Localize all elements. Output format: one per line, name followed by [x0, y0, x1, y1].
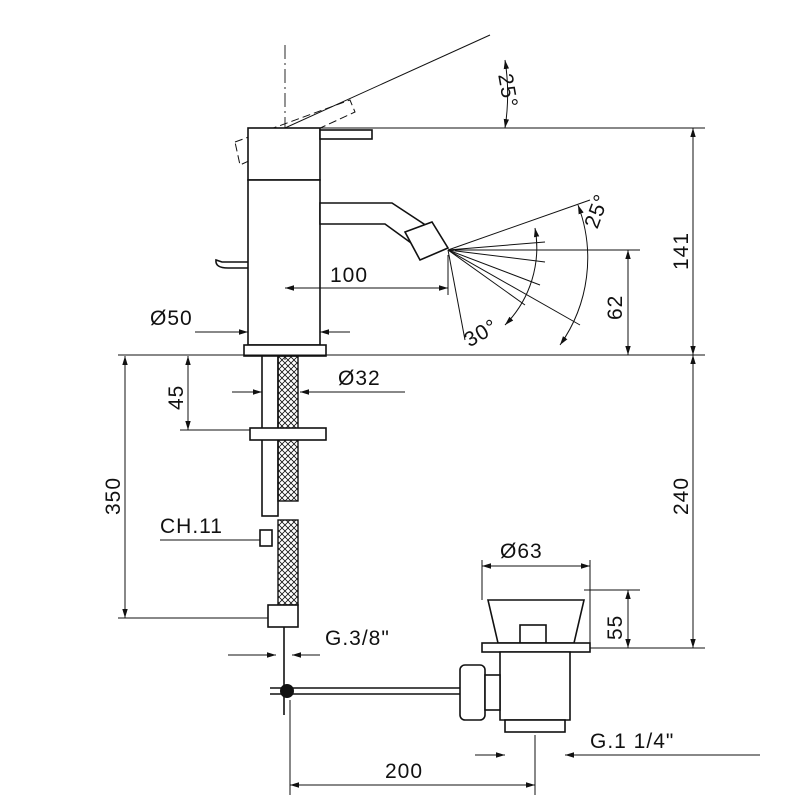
waste-lever-nut	[484, 674, 501, 711]
mixer-body	[247, 179, 321, 346]
shank-diameter-label: Ø32	[338, 367, 381, 390]
nut-depth-label: 45	[165, 385, 188, 410]
spout-reach-label: 100	[330, 264, 368, 287]
waste-body	[499, 651, 571, 721]
popup-knob	[215, 258, 248, 269]
spray-angle-bottom-label: 30°	[460, 315, 502, 352]
waste-flange-label: 55	[604, 615, 627, 640]
spray-arc-inner	[504, 227, 540, 326]
spout-height-label: 62	[604, 295, 627, 320]
lever-angle-line	[284, 34, 491, 129]
waste-diameter-label: Ø63	[500, 540, 543, 563]
base-plate	[243, 344, 327, 357]
body-diameter-label: Ø50	[150, 307, 193, 330]
waste-flange	[481, 642, 591, 653]
hose-nut	[267, 604, 299, 628]
spray-arc-outer	[559, 204, 589, 346]
spray-angle-top-label: 25°	[580, 191, 614, 232]
waste-plug-stem	[519, 624, 547, 644]
lever-angle-label: 25°	[493, 72, 522, 110]
rod-clamp	[280, 684, 294, 698]
hex-fitting	[259, 529, 273, 547]
lever-angle-arc	[503, 59, 510, 129]
hose-length-label: 350	[102, 477, 125, 515]
waste-depth-label: 240	[670, 477, 693, 515]
rod-length-label: 200	[385, 760, 423, 783]
flexible-hose-lower	[277, 519, 299, 606]
hex-size-label: CH.11	[160, 515, 223, 538]
spray-nozzle	[403, 221, 450, 262]
waste-thread	[504, 719, 566, 733]
lever-cap	[247, 127, 321, 181]
lever-handle	[319, 129, 373, 140]
waste-lever-housing	[459, 664, 486, 721]
hose-thread-label: G.3/8"	[325, 627, 390, 650]
height-label: 141	[670, 232, 693, 270]
waste-thread-label: G.1 1/4"	[590, 730, 674, 753]
lever-open-position	[234, 99, 356, 166]
spray-lines	[447, 199, 591, 341]
fixing-nut	[249, 427, 327, 441]
